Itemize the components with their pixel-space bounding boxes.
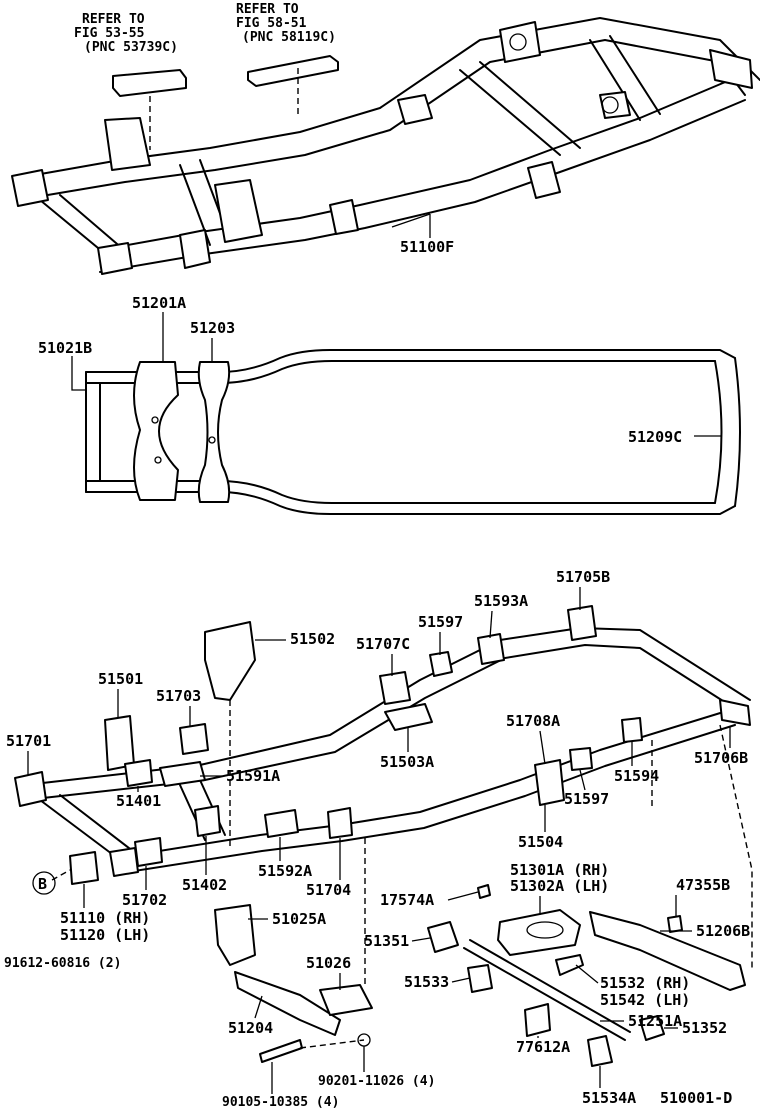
crossmember-pad-left	[112, 69, 187, 97]
label-51702: 51702	[122, 891, 167, 909]
label-51301A-rh: 51301A (RH)	[510, 861, 609, 879]
label-51026: 51026	[306, 954, 351, 972]
label-51705B: 51705B	[556, 568, 610, 586]
label-51503A: 51503A	[380, 753, 434, 771]
callout-circle-b-letter: B	[38, 875, 47, 893]
crossmember-51201A	[133, 361, 179, 501]
part-51110-bracket	[69, 851, 99, 885]
label-17574A: 17574A	[380, 891, 434, 909]
label-51534A: 51534A	[582, 1089, 636, 1107]
part-77612A	[524, 1003, 551, 1037]
label-51707C: 51707C	[356, 635, 410, 653]
label-91612-60816: 91612-60816 (2)	[4, 956, 121, 971]
label-51502: 51502	[290, 630, 335, 648]
part-51251A	[463, 939, 631, 1041]
part-51352	[639, 1015, 665, 1041]
label-51204: 51204	[228, 1019, 273, 1037]
part-51351	[427, 921, 459, 953]
label-51302A-lh: 51302A (LH)	[510, 877, 609, 895]
label-51703: 51703	[156, 687, 201, 705]
label-51401: 51401	[116, 792, 161, 810]
label-51532-rh: 51532 (RH)	[600, 974, 690, 992]
frame-assembly-top: REFER TO FIG 53-55 (PNC 53739C) REFER TO…	[11, 2, 760, 275]
label-51100F: 51100F	[400, 238, 454, 256]
label-51501: 51501	[98, 670, 143, 688]
label-51120-lh: 51120 (LH)	[60, 926, 150, 944]
label-51597-lower: 51597	[564, 790, 609, 808]
label-51206B: 51206B	[696, 922, 750, 940]
part-51532	[555, 954, 584, 976]
label-51025A: 51025A	[272, 910, 326, 928]
part-51533	[467, 964, 493, 993]
label-51504: 51504	[518, 833, 563, 851]
refer-right-line3: (PNC 58119C)	[242, 30, 336, 45]
label-51592A: 51592A	[258, 862, 312, 880]
label-51021B: 51021B	[38, 339, 92, 357]
refer-right-line1: REFER TO	[236, 2, 299, 17]
label-90201-11026: 90201-11026 (4)	[318, 1074, 435, 1089]
label-51201A: 51201A	[132, 294, 186, 312]
part-47355B	[667, 915, 683, 933]
label-51594: 51594	[614, 767, 659, 785]
label-51533: 51533	[404, 973, 449, 991]
label-90105-10385: 90105-10385 (4)	[222, 1095, 339, 1110]
part-17574A	[477, 884, 491, 899]
part-51301A	[497, 909, 581, 956]
diagram-code: 510001-D	[660, 1089, 732, 1107]
refer-left-line2: FIG 53-55	[74, 26, 144, 41]
label-51701: 51701	[6, 732, 51, 750]
label-47355B: 47355B	[676, 876, 730, 894]
label-51706B: 51706B	[694, 749, 748, 767]
part-51534A	[587, 1035, 613, 1067]
refer-left-line3: (PNC 53739C)	[84, 40, 178, 55]
crossmember-pad-right	[247, 55, 339, 87]
callout-circle-b	[32, 871, 56, 895]
part-51206B	[589, 911, 746, 991]
label-51704: 51704	[306, 881, 351, 899]
label-51203: 51203	[190, 319, 235, 337]
part-51204	[234, 971, 341, 1036]
frame-plan-view: 51201A 51203 51021B 51209C	[38, 294, 741, 515]
label-51708A: 51708A	[506, 712, 560, 730]
refer-left-line1: REFER TO	[82, 12, 145, 27]
frame-exploded-view: B 51705B 51593A 51597 51502 51707C 51501…	[4, 568, 753, 1110]
label-51251A: 51251A	[628, 1012, 682, 1030]
part-90105-bolt	[259, 1039, 303, 1063]
part-51025A	[214, 904, 256, 966]
label-51351: 51351	[364, 932, 409, 950]
refer-right-line2: FIG 58-51	[236, 16, 307, 31]
crossmember-51203	[197, 361, 231, 503]
label-51591A: 51591A	[226, 767, 280, 785]
label-51352: 51352	[682, 1019, 727, 1037]
label-51542-lh: 51542 (LH)	[600, 991, 690, 1009]
label-51209C: 51209C	[628, 428, 682, 446]
part-51026	[319, 984, 373, 1016]
label-51402: 51402	[182, 876, 227, 894]
label-51593A: 51593A	[474, 592, 528, 610]
label-51597-top: 51597	[418, 613, 463, 631]
label-77612A: 77612A	[516, 1038, 570, 1056]
label-51110-rh: 51110 (RH)	[60, 909, 150, 927]
